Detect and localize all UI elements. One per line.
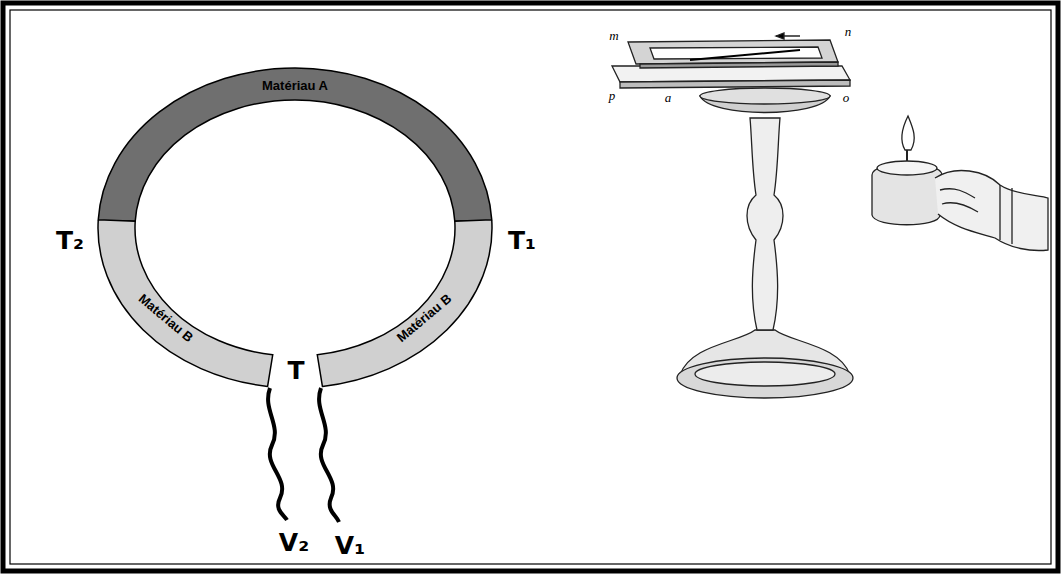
temperature-label: T₂ — [56, 226, 84, 255]
band-shape — [96, 220, 278, 392]
wire — [268, 388, 287, 520]
wire — [319, 388, 339, 522]
part-letter: n — [845, 24, 852, 40]
part-letter: p — [609, 88, 616, 104]
part-letter: m — [609, 28, 618, 44]
band-shape — [316, 220, 498, 392]
material-b-band: Matériau B — [316, 220, 498, 392]
terminal-label: V₁ — [335, 531, 365, 560]
frame-inner — [10, 10, 1051, 564]
material-b-band: Matériau B — [96, 220, 278, 392]
material-a-band: Matériau A — [96, 66, 494, 232]
band-outline — [98, 68, 491, 221]
terminal-label: V₂ — [279, 528, 309, 557]
seebeck-apparatus — [612, 33, 1048, 398]
temperature-label: T₁ — [508, 226, 536, 255]
frame — [3, 3, 1058, 571]
part-letter: a — [665, 90, 672, 106]
band-outline — [98, 220, 273, 386]
temperature-label: T — [287, 356, 304, 385]
part-letter: o — [843, 90, 850, 106]
material-label: Matériau A — [262, 78, 328, 93]
band-outline — [317, 220, 492, 386]
